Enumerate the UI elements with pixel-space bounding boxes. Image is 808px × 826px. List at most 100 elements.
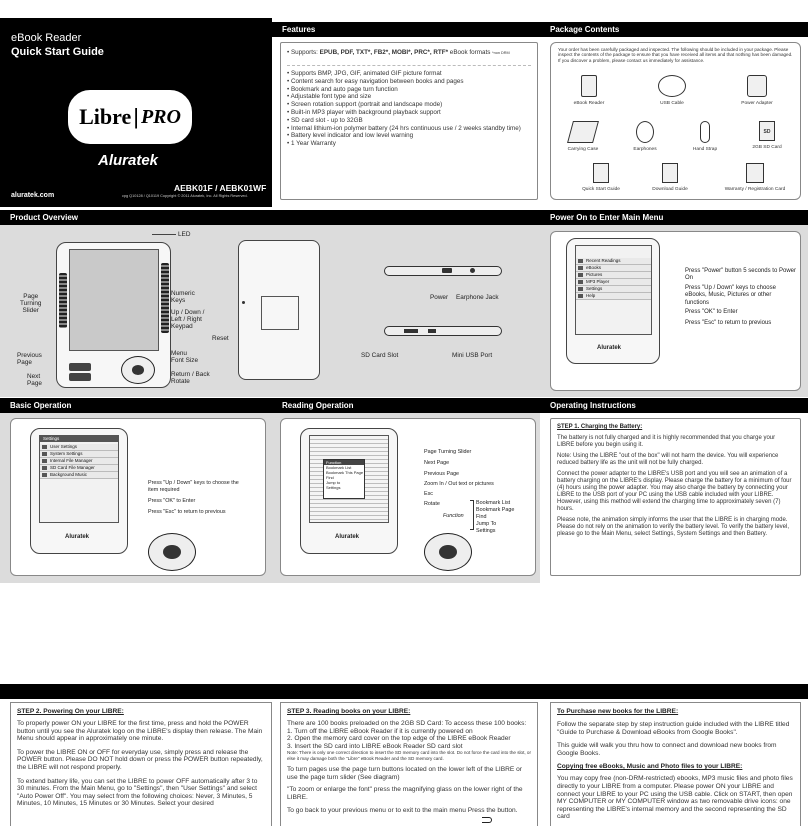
pkg-label: Earphones (633, 147, 657, 152)
function-item: Bookmark List (476, 500, 511, 506)
function-item: Find (476, 514, 487, 520)
features-divider (287, 65, 531, 66)
popup-item[interactable]: Settings (326, 485, 341, 490)
popup-item[interactable]: Find (326, 475, 334, 480)
basic-note: Press "Up / Down" keys to choose the ite… (148, 480, 239, 493)
reset-hole[interactable] (242, 301, 245, 304)
device-brand: Aluratek (335, 534, 360, 540)
formats-prefix: • Supports: (287, 49, 320, 56)
aluratek-brand-logo: Aluratek (98, 152, 159, 169)
reading-device: Function Bookmark List Bookmark This Pag… (300, 428, 398, 554)
ebook-reader-icon (581, 75, 597, 97)
feature-item: • Battery level indicator and low level … (287, 132, 414, 140)
copy-title: Copying free eBooks, Music and Photo fil… (557, 763, 743, 771)
page-turning-slider[interactable] (59, 273, 67, 328)
label-reset: Reset (212, 335, 229, 342)
front-screen (69, 249, 159, 351)
earphone-jack[interactable] (470, 268, 475, 273)
pkg-hand-strap: Hand Strap (685, 121, 725, 152)
popup-item[interactable]: Bookmark List (326, 465, 352, 470)
pkg-label: Download Guide (652, 187, 688, 192)
settings-item[interactable]: System Settings (40, 451, 118, 458)
step3-title: STEP 3. Reading books on your LIBRE: (287, 708, 411, 715)
logo-libre: Libre (79, 104, 132, 129)
step3-para: "To zoom or enlarge the font" press the … (287, 786, 523, 801)
feature-item: • Internal lithium-ion polymer battery (… (287, 124, 521, 132)
front-device (56, 242, 171, 388)
cover-subtitle: Quick Start Guide (11, 46, 104, 58)
pkg-earphones: Earphones (625, 121, 665, 152)
step2-para: To properly power ON your LIBRE for the … (17, 720, 263, 743)
reading-label: Page Turning Slider (424, 449, 472, 455)
sd-card-icon: SD (759, 121, 775, 141)
pkg-sd-card: SD 2GB SD Card (745, 121, 789, 150)
menu-item[interactable]: Pictures (576, 272, 651, 279)
power-on-note: Press "Esc" to return to previous (685, 320, 772, 326)
step1-title: STEP 1. Charging the Battery: (557, 424, 643, 430)
pkg-usb-cable: USB Cable (647, 75, 697, 106)
settings-item[interactable]: Background Music (40, 472, 118, 479)
instructions-box: STEP 1. Charging the Battery: The batter… (550, 418, 801, 576)
label-earphone-jack: Earphone Jack (456, 294, 499, 301)
copy-para: You may copy free (non-DRM-restricted) e… (557, 775, 793, 821)
reading-label: Previous Page (424, 471, 460, 477)
purchase-box: To Purchase new books for the LIBRE: Fol… (550, 702, 801, 826)
step3-para: To go back to your previous menu or to e… (287, 806, 518, 814)
feature-item: • Adjustable font type and size (287, 93, 372, 101)
next-page-button[interactable] (69, 373, 91, 381)
feature-item: • SD card slot - up to 32GB (287, 116, 363, 124)
menu-item[interactable]: Recent Readings (576, 258, 651, 265)
feature-item: • Built-in MP3 player with background pl… (287, 108, 441, 116)
guide-icon (593, 163, 609, 183)
power-button[interactable] (442, 268, 452, 273)
reading-label: Esc (424, 491, 433, 497)
label-led: LED (178, 231, 191, 238)
feature-item: • Screen rotation support (portrait and … (287, 101, 443, 109)
step1-para: Note: Using the LIBRE "out of the box" w… (557, 453, 779, 466)
power-on-note: Press "Power" button 5 seconds to Power … (685, 268, 796, 282)
step3-step: 3. Insert the SD card into LIBRE eBook R… (287, 742, 463, 750)
settings-item[interactable]: User Settings (40, 444, 118, 451)
function-brace (470, 500, 474, 530)
pkg-label: Quick Start Guide (582, 187, 620, 192)
pkg-label: USB Cable (660, 101, 684, 106)
pkg-label: Warranty / Registration Card (724, 187, 786, 192)
hand-strap-icon (700, 121, 710, 143)
label-sd-slot: SD Card Slot (361, 352, 399, 359)
popup-item[interactable]: Bookmark This Page (326, 470, 364, 475)
function-item: Settings (476, 528, 496, 534)
step3-intro: There are 100 books preloaded on the 2GB… (287, 720, 527, 727)
features-box: • Supports: EPUB, PDF, TXT*, FB2*, MOBI*… (280, 42, 538, 200)
pkg-carrying-case: Carrying Case (561, 121, 605, 152)
menu-item[interactable]: Settings (576, 286, 651, 293)
settings-item[interactable]: Internal File Manager (40, 458, 118, 465)
usb-cable-icon (658, 75, 686, 97)
feature-item: • 1 Year Warranty (287, 140, 336, 148)
menu-item[interactable]: Help (576, 293, 651, 300)
features-formats: • Supports: EPUB, PDF, TXT*, FB2*, MOBI*… (287, 49, 531, 57)
pkg-download-guide: Download Guide (645, 163, 695, 192)
previous-page-button[interactable] (69, 363, 91, 371)
settings-item[interactable]: SD Card File Manager (40, 465, 118, 472)
download-guide-icon (662, 163, 678, 183)
basic-keypad-zoom[interactable] (148, 533, 196, 571)
pkg-label: 2GB SD Card (752, 145, 782, 150)
menu-item[interactable]: MP3 Player (576, 279, 651, 286)
basic-note: Press "Esc" to return to previous (148, 509, 226, 515)
popup-item: Function (324, 460, 364, 465)
step2-box: STEP 2. Powering On your LIBRE: To prope… (10, 702, 272, 826)
menu-item[interactable]: eBooks (576, 265, 651, 272)
function-item: Bookmark Page (476, 507, 515, 513)
power-adapter-icon (747, 75, 767, 97)
leader-line (152, 234, 176, 235)
reading-keypad-zoom[interactable] (424, 533, 472, 571)
mini-usb-port[interactable] (428, 329, 436, 333)
label-next-page: Next Page (27, 373, 42, 388)
purchase-title: To Purchase new books for the LIBRE: (557, 708, 679, 715)
sd-card-slot[interactable] (404, 329, 418, 333)
navigation-keypad[interactable] (121, 356, 155, 384)
label-return-rotate: Return / Back Rotate (171, 371, 210, 386)
popup-item[interactable]: Jump to (326, 480, 341, 485)
numeric-keys[interactable] (161, 263, 169, 333)
step3-para: To turn pages use the page turn buttons … (287, 766, 522, 781)
